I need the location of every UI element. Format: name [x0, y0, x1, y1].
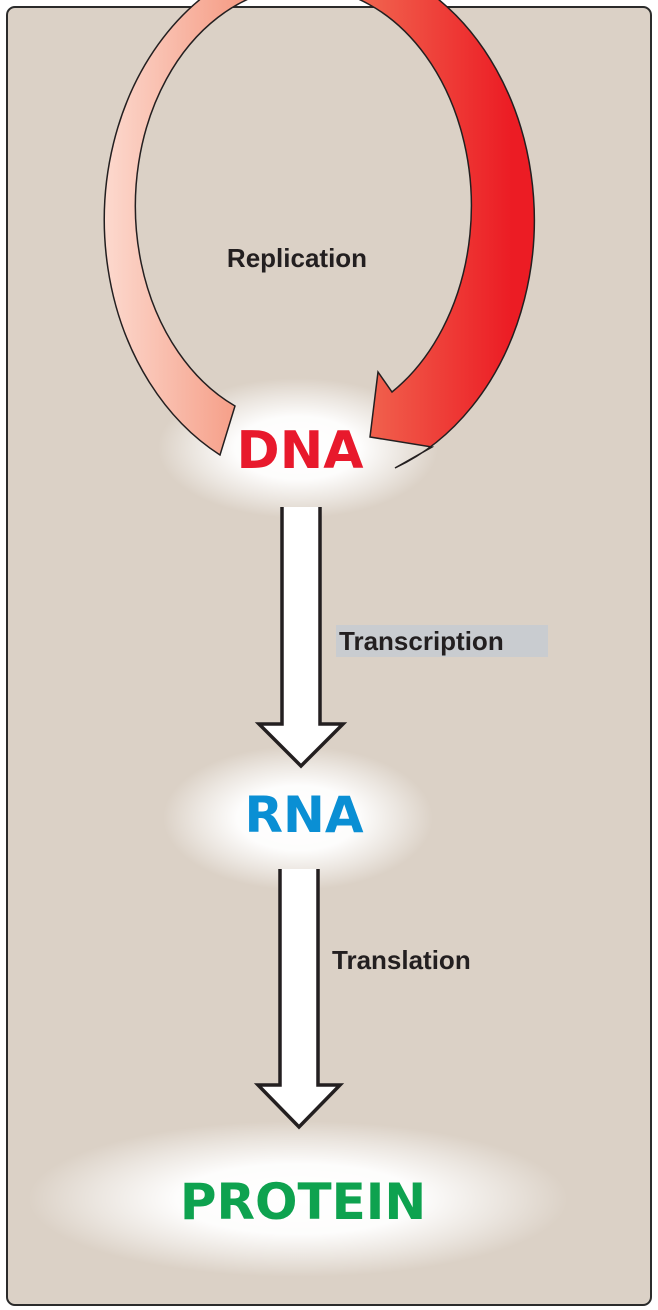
protein-glow — [28, 1121, 568, 1277]
protein-node-label: PROTEIN — [180, 1173, 426, 1231]
translation-label: Translation — [332, 945, 471, 975]
transcription-label: Transcription — [339, 626, 504, 656]
rna-node-label: RNA — [244, 786, 363, 844]
replication-label: Replication — [227, 243, 367, 273]
rna-glow — [163, 746, 433, 890]
translation-arrow — [253, 869, 345, 1130]
dna-node-label: DNA — [237, 421, 364, 481]
replication-arrow — [103, 0, 536, 469]
transcription-label-highlight — [336, 625, 548, 657]
transcription-arrow — [254, 507, 348, 769]
